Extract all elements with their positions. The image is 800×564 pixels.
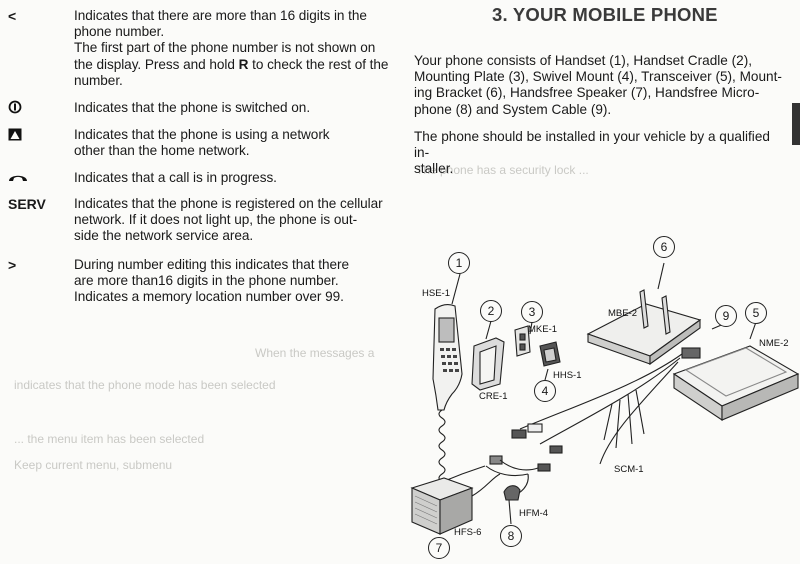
handset-drawing xyxy=(432,303,486,483)
symbol-description: Indicates that the phone is registered o… xyxy=(74,196,394,245)
symbol-desc-part: Indicates that there are more than 16 di… xyxy=(74,8,389,88)
callout-7: 7 xyxy=(428,537,450,559)
intro-paragraph: Your phone consists of Handset (1), Hand… xyxy=(414,53,782,117)
symbol-desc-part: During number editing this indicates tha… xyxy=(74,257,349,305)
callout-4: 4 xyxy=(534,380,556,402)
page-edge-tab xyxy=(792,103,800,145)
callout-9: 9 xyxy=(715,305,737,327)
serv-symbol: SERV xyxy=(8,196,46,212)
callout-8: 8 xyxy=(500,525,522,547)
speaker-drawing xyxy=(410,473,501,535)
symbol-desc-part: Indicates that the phone is registered o… xyxy=(74,196,383,244)
part-label-scm1: SCM-1 xyxy=(614,464,644,475)
symbol-description: Indicates that the phone is switched on. xyxy=(74,100,311,115)
part-label-hfs6: HFS-6 xyxy=(454,527,482,538)
bleed-through-text: Keep current menu, submenu xyxy=(14,458,173,472)
greater-than-symbol: > xyxy=(8,257,17,273)
callout-5: 5 xyxy=(745,302,767,324)
part-label-hse1: HSE-1 xyxy=(422,288,450,299)
mounting-plate-drawing xyxy=(514,325,531,357)
mounting-bracket-drawing xyxy=(586,289,702,366)
swivel-mount-drawing xyxy=(539,341,561,367)
symbol-description: Indicates that there are more than 16 di… xyxy=(74,8,394,89)
cradle-drawing xyxy=(471,337,505,391)
callout-6: 6 xyxy=(653,236,675,258)
system-cable-drawing xyxy=(485,353,683,497)
part-label-cre1: CRE-1 xyxy=(479,391,508,402)
symbol-description: Indicates that a call is in progress. xyxy=(74,170,277,185)
callout-3: 3 xyxy=(521,301,543,323)
handset-icon xyxy=(8,170,28,186)
symbol-description: Indicates that the phone is using a netw… xyxy=(74,127,394,159)
part-label-hfm4: HFM-4 xyxy=(519,508,549,519)
symbol-description: During number editing this indicates tha… xyxy=(74,257,394,306)
bleed-through-text: The phone has a security lock ... xyxy=(416,163,589,177)
callout-1: 1 xyxy=(448,252,470,274)
transceiver-drawing xyxy=(672,345,800,422)
power-icon xyxy=(8,100,22,117)
microphone-drawing xyxy=(503,485,521,501)
symbol-desc-part: Indicates that the phone is using a netw… xyxy=(74,127,330,159)
callout-2: 2 xyxy=(480,300,502,322)
part-label-mbe2: MBE-2 xyxy=(608,308,638,319)
bleed-through-text: indicates that the phone mode has been s… xyxy=(14,378,276,392)
phone-components-diagram xyxy=(410,262,800,535)
part-label-mke1: MKE-1 xyxy=(528,324,558,335)
less-than-symbol: < xyxy=(8,8,17,24)
part-label-nme2: NME-2 xyxy=(759,338,789,349)
part-label-hhs1: HHS-1 xyxy=(553,370,582,381)
install-paragraph: The phone should be installed in your ve… xyxy=(414,129,770,177)
section-title: 3. YOUR MOBILE PHONE xyxy=(492,4,718,25)
bleed-through-text: ... the menu item has been selected xyxy=(14,432,205,446)
bleed-through-text: When the messages a xyxy=(255,346,375,360)
roaming-triangle-icon xyxy=(8,128,22,144)
